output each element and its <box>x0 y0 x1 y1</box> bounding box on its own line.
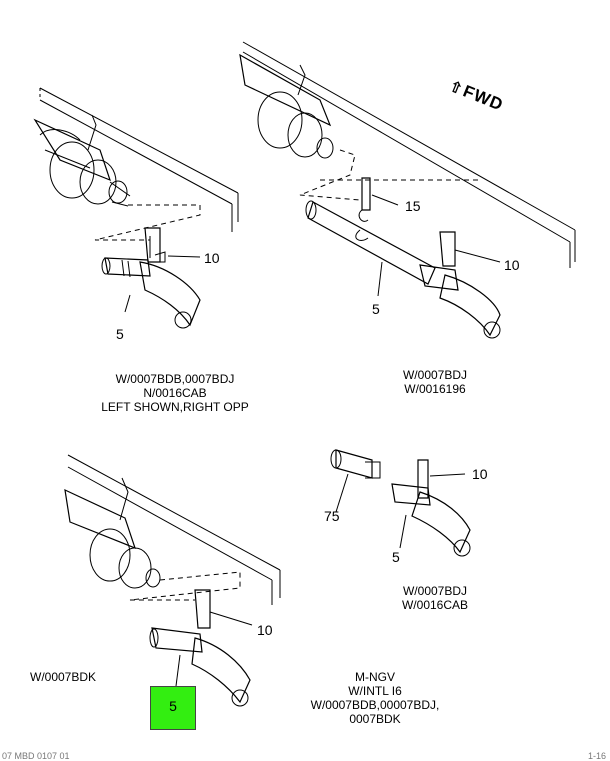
caption-line: W/0007BDJ <box>402 368 468 382</box>
callout-5: 5 <box>169 698 177 714</box>
caption-line: W/0007BDJ <box>402 584 468 598</box>
caption-line: W/0016196 <box>404 382 466 396</box>
callout-75: 75 <box>324 508 340 524</box>
view-2-assembly <box>239 41 576 339</box>
callout-5: 5 <box>372 301 380 317</box>
callout-10: 10 <box>204 250 220 266</box>
highlighted-callout-5[interactable]: 5 <box>150 686 196 730</box>
callout-10: 10 <box>257 622 273 638</box>
caption-line: LEFT SHOWN,RIGHT OPP <box>101 400 249 414</box>
view-4-assembly <box>330 449 471 557</box>
view-1-assembly <box>33 87 239 329</box>
callout-10: 10 <box>504 257 520 273</box>
footer-right: 1-16 <box>587 751 606 761</box>
footer-left: 07 MBD 0107 01 <box>2 751 70 761</box>
caption-line: M-NGV <box>355 670 395 684</box>
general-caption: M-NGV W/INTL I6 W/0007BDB,00007BDJ, 0007… <box>300 670 450 726</box>
caption-line: 0007BDK <box>349 712 401 726</box>
caption-line: N/0016CAB <box>143 386 207 400</box>
view-2-caption: W/0007BDJ W/0016196 <box>380 368 490 396</box>
caption-line: W/0007BDB,00007BDJ, <box>310 698 440 712</box>
caption-line: W/INTL I6 <box>348 684 402 698</box>
view-3-assembly <box>64 454 281 707</box>
callout-5: 5 <box>392 549 400 565</box>
view-4-caption: W/0007BDJ W/0016CAB <box>380 584 490 612</box>
view-3-caption: W/0007BDK <box>30 670 110 684</box>
callout-5: 5 <box>116 326 124 342</box>
callout-10: 10 <box>472 466 488 482</box>
caption-line: W/0007BDB,0007BDJ <box>115 372 235 386</box>
caption-line: W/0007BDK <box>30 670 97 684</box>
callout-15: 15 <box>405 198 421 214</box>
view-1-caption: W/0007BDB,0007BDJ N/0016CAB LEFT SHOWN,R… <box>95 372 255 414</box>
caption-line: W/0016CAB <box>401 598 469 612</box>
